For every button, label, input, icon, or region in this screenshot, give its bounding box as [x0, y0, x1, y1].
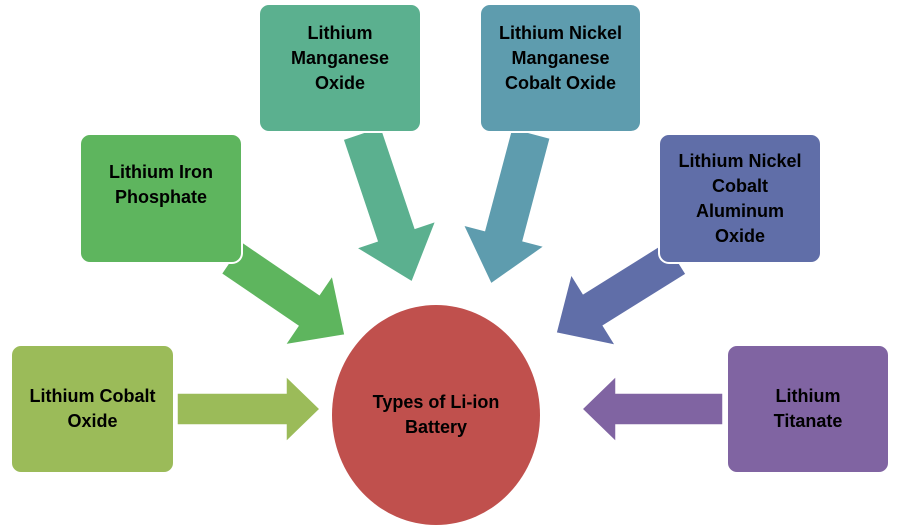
node-label: Lithium Nickel Manganese Cobalt Oxide: [498, 22, 623, 93]
arrow-nmc-to-center: [461, 126, 552, 286]
node-label: Lithium Manganese Oxide: [290, 22, 390, 93]
node-label: Lithium Titanate: [773, 386, 843, 431]
node-label: Lithium Cobalt Oxide: [29, 386, 156, 431]
center-label: Types of Li-ion Battery: [372, 392, 500, 437]
arrow-nca-to-center: [555, 240, 688, 347]
node-lithium-nickel-manganese-cobalt-oxide: Lithium Nickel Manganese Cobalt Oxide: [479, 3, 642, 133]
node-lithium-titanate: Lithium Titanate: [726, 344, 890, 474]
center-node-types-of-li-ion-battery: Types of Li-ion Battery: [332, 305, 540, 525]
node-lithium-nickel-cobalt-aluminum-oxide: Lithium Nickel Cobalt Aluminum Oxide: [658, 133, 822, 264]
node-lithium-cobalt-oxide: Lithium Cobalt Oxide: [10, 344, 175, 474]
arrow-lmo-to-center: [342, 125, 438, 284]
node-label: Lithium Iron Phosphate: [109, 161, 213, 207]
node-lithium-iron-phosphate: Lithium Iron Phosphate: [79, 133, 243, 264]
arrow-lto-to-center: [580, 374, 724, 444]
arrow-lco-to-center: [176, 374, 322, 444]
node-label: Lithium Nickel Cobalt Aluminum Oxide: [678, 150, 802, 246]
arrow-lfp-to-center: [220, 241, 346, 346]
node-lithium-manganese-oxide: Lithium Manganese Oxide: [258, 3, 422, 133]
